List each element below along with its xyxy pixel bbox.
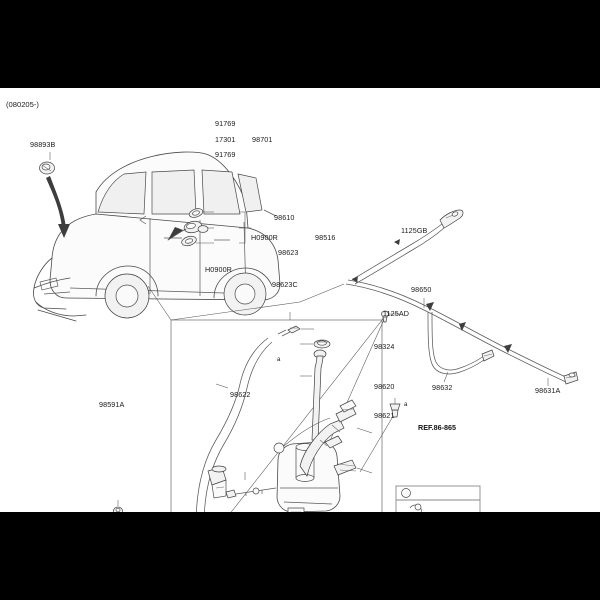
- filler-tube-98324: [299, 419, 345, 477]
- arrow-to-roof: [168, 227, 183, 240]
- label-98631A: 98631A: [535, 386, 561, 395]
- filler-tube-bracket: [335, 399, 357, 423]
- grommet-98591A: [113, 506, 123, 512]
- vehicle-illustration: [33, 151, 281, 322]
- pump-fitting-right: [333, 459, 357, 476]
- label-91769-lower: 91769: [215, 150, 236, 159]
- label-98893B: 98893B: [30, 140, 56, 149]
- letterbox-top: [0, 0, 600, 88]
- part-98623C: [311, 349, 327, 441]
- washer-pump-98622: [207, 465, 237, 499]
- label-98622: 98622: [230, 390, 251, 399]
- screw-1125GB: [381, 310, 389, 323]
- date-note: (080205-): [6, 100, 39, 109]
- label-98516: 98516: [315, 233, 336, 242]
- rear-nozzle-parts: [181, 208, 209, 247]
- label-98632: 98632: [432, 383, 453, 392]
- label-98620: 98620: [374, 382, 395, 391]
- label-98610: 98610: [274, 213, 295, 222]
- diagram-canvas: (080205-) .ln{fill:none;stroke:#4a4a4a;s…: [0, 88, 600, 512]
- hose-rear-upper: [351, 223, 443, 281]
- connector-98632: [481, 349, 495, 362]
- parts-illustration: .ln{fill:none;stroke:#4a4a4a;stroke-widt…: [33, 151, 579, 512]
- hose-98632: [427, 311, 485, 375]
- label-98591A: 98591A: [99, 400, 125, 409]
- marker-a-diagram: a: [277, 357, 281, 363]
- label-98623: 98623: [278, 248, 299, 257]
- screw-1125AD: [389, 403, 401, 418]
- front-nozzle-part: [39, 161, 55, 175]
- label-98621: 98621: [374, 411, 395, 420]
- label-91769-upper: 91769: [215, 119, 236, 128]
- label-98324: 98324: [374, 342, 395, 351]
- letterbox-bottom: [0, 512, 600, 600]
- label-17301: 17301: [215, 135, 236, 144]
- connector-98631A: [563, 371, 579, 385]
- ref-box: [395, 485, 481, 512]
- ref-callout: REF.86-865: [418, 423, 456, 432]
- marker-a-box: a: [404, 402, 408, 408]
- rear-washer-nozzle-tip: [439, 209, 464, 229]
- label-H0900R-upper: H0900R: [251, 233, 278, 242]
- hose-left-inner-2: [204, 341, 273, 512]
- label-98623C: 98623C: [272, 280, 298, 289]
- label-1125AD: 1125AD: [383, 309, 410, 318]
- hose-98650: [345, 283, 567, 383]
- part-98516: [287, 325, 301, 334]
- hose-left-inner: [196, 337, 269, 512]
- circle-marker-a: [273, 442, 285, 454]
- label-H0900R-left: H0900R: [205, 265, 232, 274]
- tank-connector: [324, 435, 343, 449]
- label-98701: 98701: [252, 135, 273, 144]
- arrow-to-hood: [46, 176, 66, 228]
- label-1125GB: 1125GB: [401, 226, 428, 235]
- part-98623: [313, 339, 331, 349]
- assembly-box: [170, 319, 383, 512]
- label-98650: 98650: [411, 285, 432, 294]
